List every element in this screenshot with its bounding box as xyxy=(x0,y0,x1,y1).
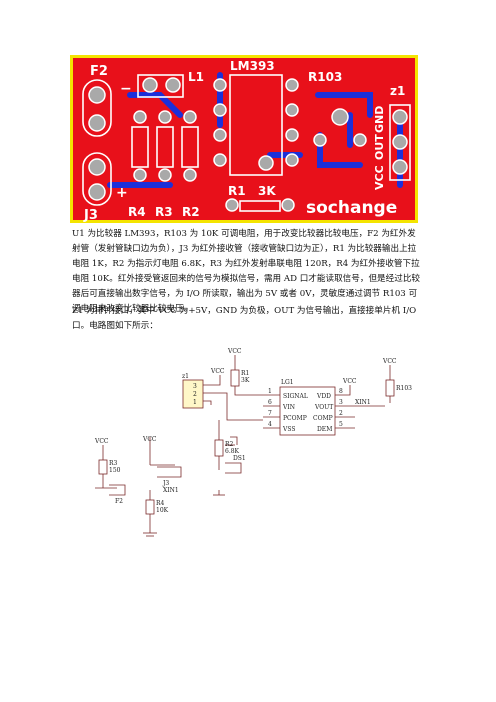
schem-vcc-1: VCC xyxy=(227,348,242,355)
pcb-label-r3: R3 xyxy=(155,205,173,219)
pcb-label-r103: R103 xyxy=(308,70,342,84)
schem-r3-value: 150 xyxy=(109,467,121,474)
schem-r1-value: 3K xyxy=(241,377,250,384)
schem-lg1: LG1 xyxy=(281,379,294,386)
pcb-label-l1: L1 xyxy=(188,70,204,84)
schem-xin1: XIN1 xyxy=(355,399,371,406)
schem-pin-3: 3 xyxy=(339,399,343,406)
pcb-brand: sochange xyxy=(306,198,397,218)
pcb-minus: − xyxy=(120,81,132,97)
schem-r4-value: 10K xyxy=(156,507,169,514)
schematic-wires xyxy=(95,355,395,537)
pcb-label-gnd: GND xyxy=(373,106,386,133)
schem-pin-1: 1 xyxy=(268,388,272,395)
schem-xin1-j3: XIN1 xyxy=(163,487,179,494)
schem-ds1: DS1 xyxy=(233,455,246,462)
schem-vcc-6: VCC xyxy=(142,436,157,443)
schem-r2: R2 xyxy=(225,441,234,448)
pcb-silkscreen xyxy=(82,74,411,212)
schem-pin-7: 7 xyxy=(268,410,272,417)
schem-z1-pin-1: 1 xyxy=(193,399,197,406)
schematic-ir-devices xyxy=(109,462,242,496)
schem-pin-4: 4 xyxy=(268,421,272,428)
schem-vcc-3: VCC xyxy=(342,378,357,385)
schem-pin-5: 5 xyxy=(339,421,343,428)
schem-pin-6: 6 xyxy=(268,399,272,406)
schem-vcc-5: VCC xyxy=(94,438,109,445)
schem-r3: R3 xyxy=(109,460,118,467)
pcb-label-j3: J3 xyxy=(83,208,98,223)
schem-ic-vdd: VDD xyxy=(316,393,331,400)
schem-z1: z1 xyxy=(182,373,189,380)
schem-z1-pin-2: 2 xyxy=(193,391,197,398)
pcb-label-f2: F2 xyxy=(90,64,108,79)
schem-ic-dem: DEM xyxy=(317,426,332,433)
schem-r4: R4 xyxy=(156,500,165,507)
pcb-label-r1: R1 xyxy=(228,184,246,198)
schem-ic-vss: VSS xyxy=(282,426,295,433)
schem-vcc-4: VCC xyxy=(382,358,397,365)
pcb-label-r1-value: 3K xyxy=(258,184,276,198)
schem-pin-2: 2 xyxy=(339,410,343,417)
schem-r2-value: 6.8K xyxy=(225,448,240,455)
schem-vcc-2: VCC xyxy=(210,368,225,375)
pcb-label-z1: z1 xyxy=(390,84,405,98)
schem-ic-vout: VOUT xyxy=(314,404,333,411)
pcb-layout-image: F2 L1 LM393 R103 z1 GND OUT VCC J3 R4 R3… xyxy=(70,55,418,223)
pcb-plus: + xyxy=(116,185,128,201)
paragraph-components: U1 为比较器 LM393，R103 为 10K 可调电阻，用于改变比较器比较电… xyxy=(72,229,421,314)
paragraph-interface: Z1 为排针接口，其中 VCC 为+5V，GND 为负极，OUT 为信号输出，直… xyxy=(72,306,417,331)
schematic-diagram: VCC VCC VCC VCC VCC VCC z1 3 2 1 R1 3K L… xyxy=(94,348,412,537)
schem-ic-comp: COMP xyxy=(313,415,333,422)
schem-f2: F2 xyxy=(115,498,123,505)
pcb-label-vcc: VCC xyxy=(373,165,386,190)
schem-j3: J3 xyxy=(162,480,169,487)
pcb-board-title: LM393 xyxy=(230,59,275,73)
schem-ic-signal: SIGNAL xyxy=(283,393,308,400)
schem-z1-pin-3: 3 xyxy=(193,383,197,390)
pcb-label-r4: R4 xyxy=(128,205,146,219)
schem-ic-pcomp: PCOMP xyxy=(283,415,307,422)
schem-pin-8: 8 xyxy=(339,388,343,395)
schem-r1: R1 xyxy=(241,370,249,377)
schem-ic-vin: VIN xyxy=(282,404,295,411)
pcb-label-r2: R2 xyxy=(182,205,200,219)
pcb-label-out: OUT xyxy=(373,134,386,160)
schem-r103: R103 xyxy=(396,385,412,392)
pcb-pads xyxy=(88,77,408,212)
